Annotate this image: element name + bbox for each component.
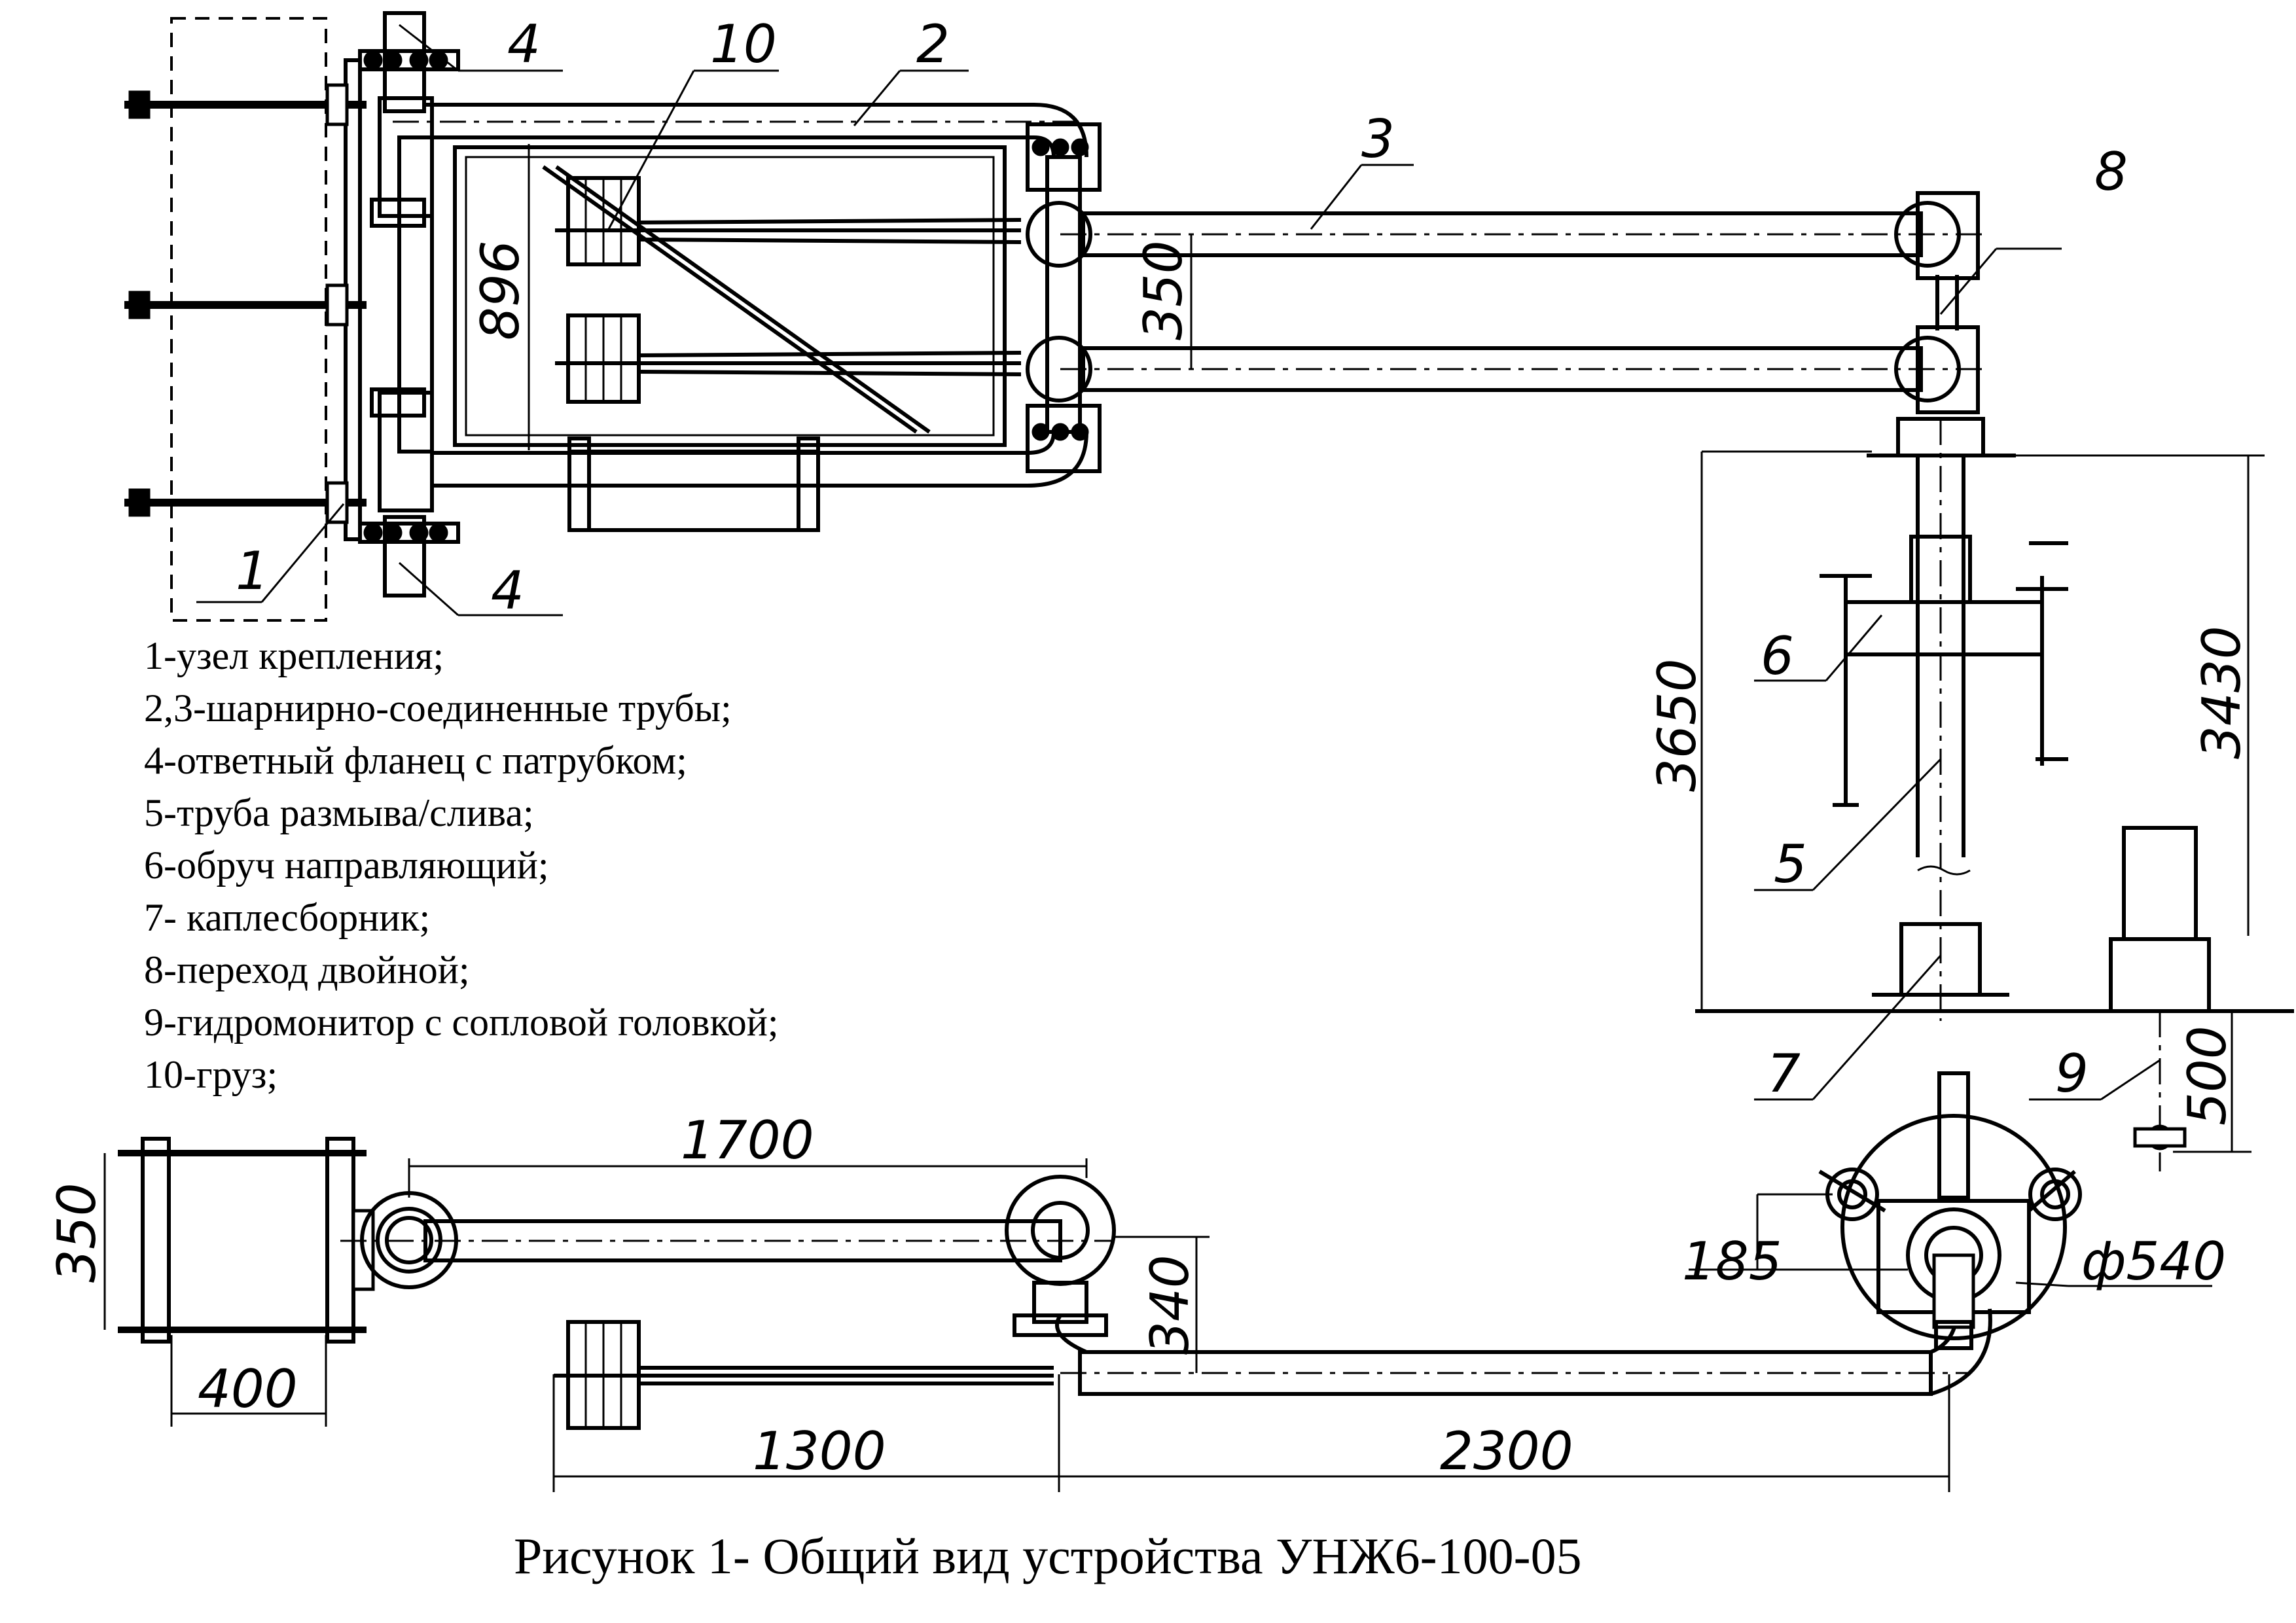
wall-mount-assembly: [124, 11, 460, 622]
anchor-bolt: [124, 83, 367, 126]
anchor-bolt: [124, 481, 367, 524]
dim-3650: 3650: [1647, 658, 1708, 792]
legend-item: 5-труба размыва/слива;: [144, 791, 534, 834]
legend-item: 8-переход двойной;: [144, 948, 470, 991]
dim-896: 896: [470, 240, 531, 340]
dim-540: ф540: [2081, 1231, 2226, 1292]
legend-item: 6-обруч направляющий;: [144, 844, 549, 887]
callout-4-bottom: 4: [491, 560, 524, 621]
swivel-pipe-frame: [393, 103, 1102, 532]
legend-item: 2,3-шарнирно-соединенные трубы;: [144, 687, 732, 730]
legend-item: 10-груз;: [144, 1053, 278, 1096]
dim-2300: 2300: [1440, 1421, 1573, 1482]
hydromonitor: [2109, 826, 2211, 1171]
anchor-bolt: [124, 283, 367, 327]
callout-9: 9: [2055, 1043, 2089, 1104]
drain-pipe-assembly: [1820, 417, 2068, 1021]
dimension-lines: [103, 144, 2265, 1492]
legend-item: 4-ответный фланец с патрубком;: [144, 739, 687, 782]
callout-8: 8: [2094, 141, 2128, 202]
callout-1: 1: [236, 541, 269, 601]
callout-3: 3: [1361, 109, 1395, 169]
callout-leaders: [196, 24, 2161, 1101]
callout-6: 6: [1761, 626, 1794, 687]
callout-2: 2: [916, 14, 950, 75]
legend: 1-узел крепления; 2,3-шарнирно-соединенн…: [144, 634, 779, 1096]
dim-1300: 1300: [753, 1421, 886, 1482]
callout-7: 7: [1767, 1043, 1801, 1104]
legend-item: 1-узел крепления;: [144, 634, 444, 677]
dim-400: 400: [198, 1359, 298, 1419]
dim-500: 500: [2177, 1026, 2238, 1126]
dim-350-bottom: 350: [46, 1183, 107, 1283]
dim-1700: 1700: [681, 1110, 814, 1171]
plan-view: [118, 1071, 2082, 1430]
dim-185: 185: [1682, 1231, 1782, 1292]
callout-10: 10: [710, 14, 777, 75]
dim-340: 340: [1139, 1255, 1200, 1355]
counterweights: [555, 176, 1022, 404]
callout-4-top: 4: [507, 14, 541, 75]
dim-350-top: 350: [1133, 240, 1194, 340]
swivel-arm-pipes: [1026, 191, 1990, 414]
callout-5: 5: [1774, 834, 1807, 895]
legend-item: 9-гидромонитор с сопловой головкой;: [144, 1001, 779, 1044]
legend-item: 7- каплесборник;: [144, 896, 430, 939]
dim-3430: 3430: [2191, 626, 2252, 759]
figure-caption: Рисунок 1- Общий вид устройства УНЖ6-100…: [514, 1527, 1582, 1584]
